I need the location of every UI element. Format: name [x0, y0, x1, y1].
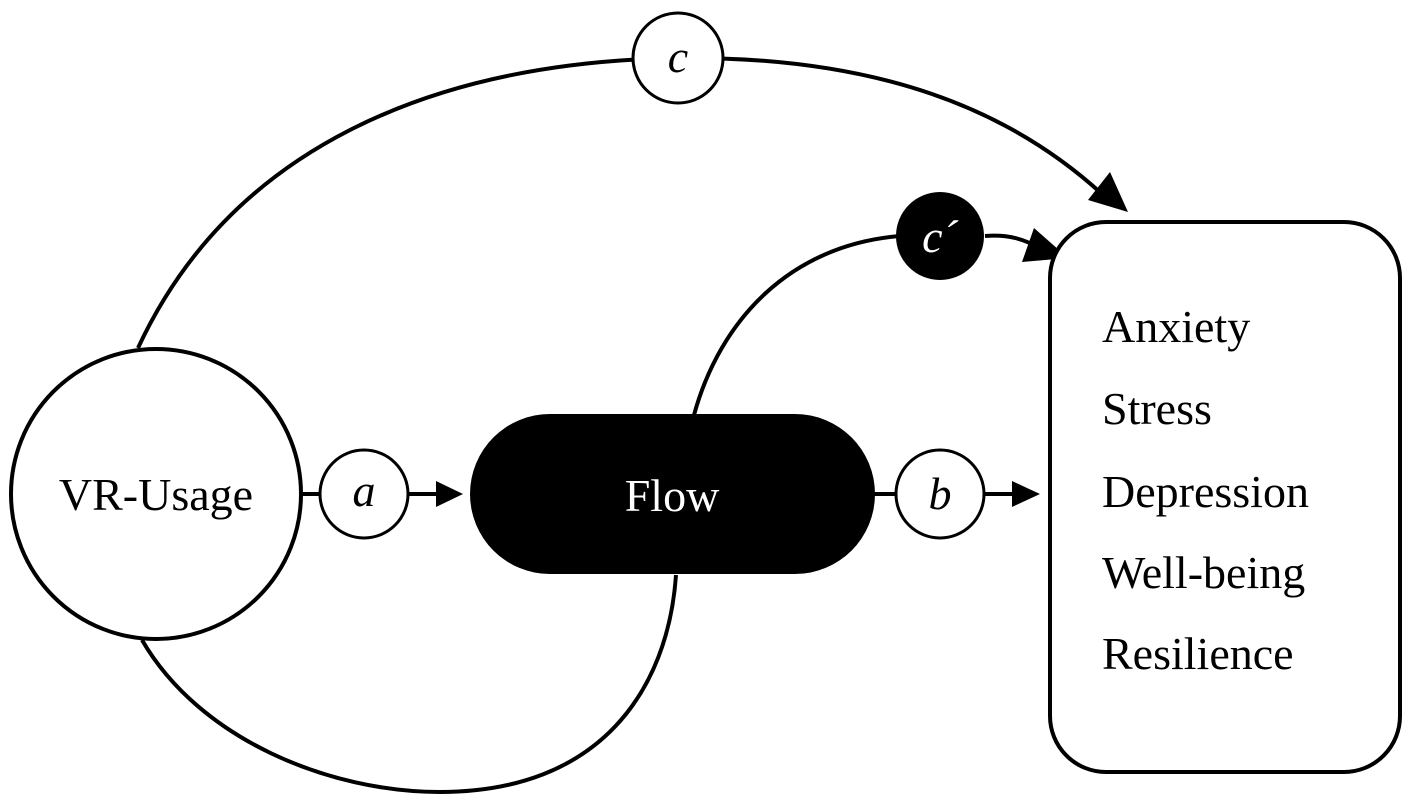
path-cprime-upper-line	[692, 234, 901, 416]
path-a-label: a	[353, 465, 376, 516]
outcome-anxiety: Anxiety	[1102, 301, 1250, 352]
path-c-circle	[631, 11, 725, 105]
path-a-circle	[318, 448, 410, 540]
mediator-node	[470, 414, 875, 574]
outcome-stress: Stress	[1102, 383, 1212, 434]
predictor-label: VR-Usage	[59, 469, 253, 520]
path-c-arrowhead	[1088, 172, 1128, 212]
path-b-label: b	[929, 468, 952, 519]
path-cprime-label: c´	[922, 211, 958, 262]
mediator-label: Flow	[625, 470, 720, 521]
path-cprime-line	[140, 574, 678, 795]
path-b-circle	[894, 448, 986, 540]
outcome-well-being: Well-being	[1102, 547, 1305, 598]
outcome-depression: Depression	[1102, 466, 1309, 517]
outcomes-box	[1048, 220, 1402, 774]
path-a-arrowhead	[436, 481, 463, 507]
path-b-arrowhead	[1012, 481, 1040, 507]
path-cprime-circle	[896, 192, 984, 280]
path-c-label: c	[668, 31, 688, 82]
predictor-node	[9, 347, 303, 641]
outcome-resilience: Resilience	[1102, 628, 1294, 679]
